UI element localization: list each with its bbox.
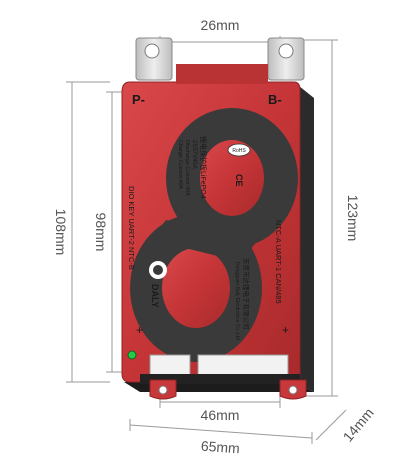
right-port-labels: NTC-A UART-1 CAN/485: [274, 220, 283, 304]
dim-46mm-label: 46mm: [201, 407, 240, 423]
rohs-badge: RoHS: [227, 143, 251, 157]
svg-text:RoHS: RoHS: [232, 148, 246, 154]
product-name: 锂电保护板LiFePO4: [199, 136, 208, 199]
top-tab-left: [135, 37, 173, 81]
dim-123mm-label: 123mm: [345, 195, 361, 242]
company-cn: 东莞市达锂电子有限公司: [242, 258, 251, 330]
status-led: [127, 350, 137, 360]
bottom-tab-left: [149, 379, 177, 400]
ce-mark: CE: [234, 174, 244, 187]
bottom-connectors: [140, 354, 300, 384]
spec-block: 锂电保护板LiFePO4 2S57V40A Discharge Current:…: [177, 136, 208, 199]
plus-right-label: +: [282, 323, 289, 337]
brand-name: DALY: [150, 284, 160, 308]
terminal-p-label: P-: [132, 92, 145, 107]
dim-65mm-label: 65mm: [200, 438, 240, 457]
spec-discharge: Discharge Current:40A: [184, 140, 190, 196]
spec-voltage: 2S57V40A: [191, 140, 197, 169]
daly-8-logo: [130, 108, 298, 362]
bottom-tab-right: [279, 379, 307, 400]
terminal-b-label: B-: [268, 92, 282, 107]
daly-brand-logo: DALY: [149, 261, 167, 308]
plus-left-label: +: [136, 323, 143, 337]
dim-108mm-label: 108mm: [53, 209, 69, 256]
dim-26mm-label: 26mm: [201, 17, 240, 33]
top-tab-right: [267, 37, 305, 81]
company-en: Dongguan Daly Electronics Co.,Ltd: [234, 262, 240, 340]
left-port-labels: DIO KEY UART-2 NTC-B: [127, 186, 136, 270]
spec-charge: Charge Current:40A: [177, 140, 183, 190]
dim-98mm-label: 98mm: [93, 213, 109, 252]
